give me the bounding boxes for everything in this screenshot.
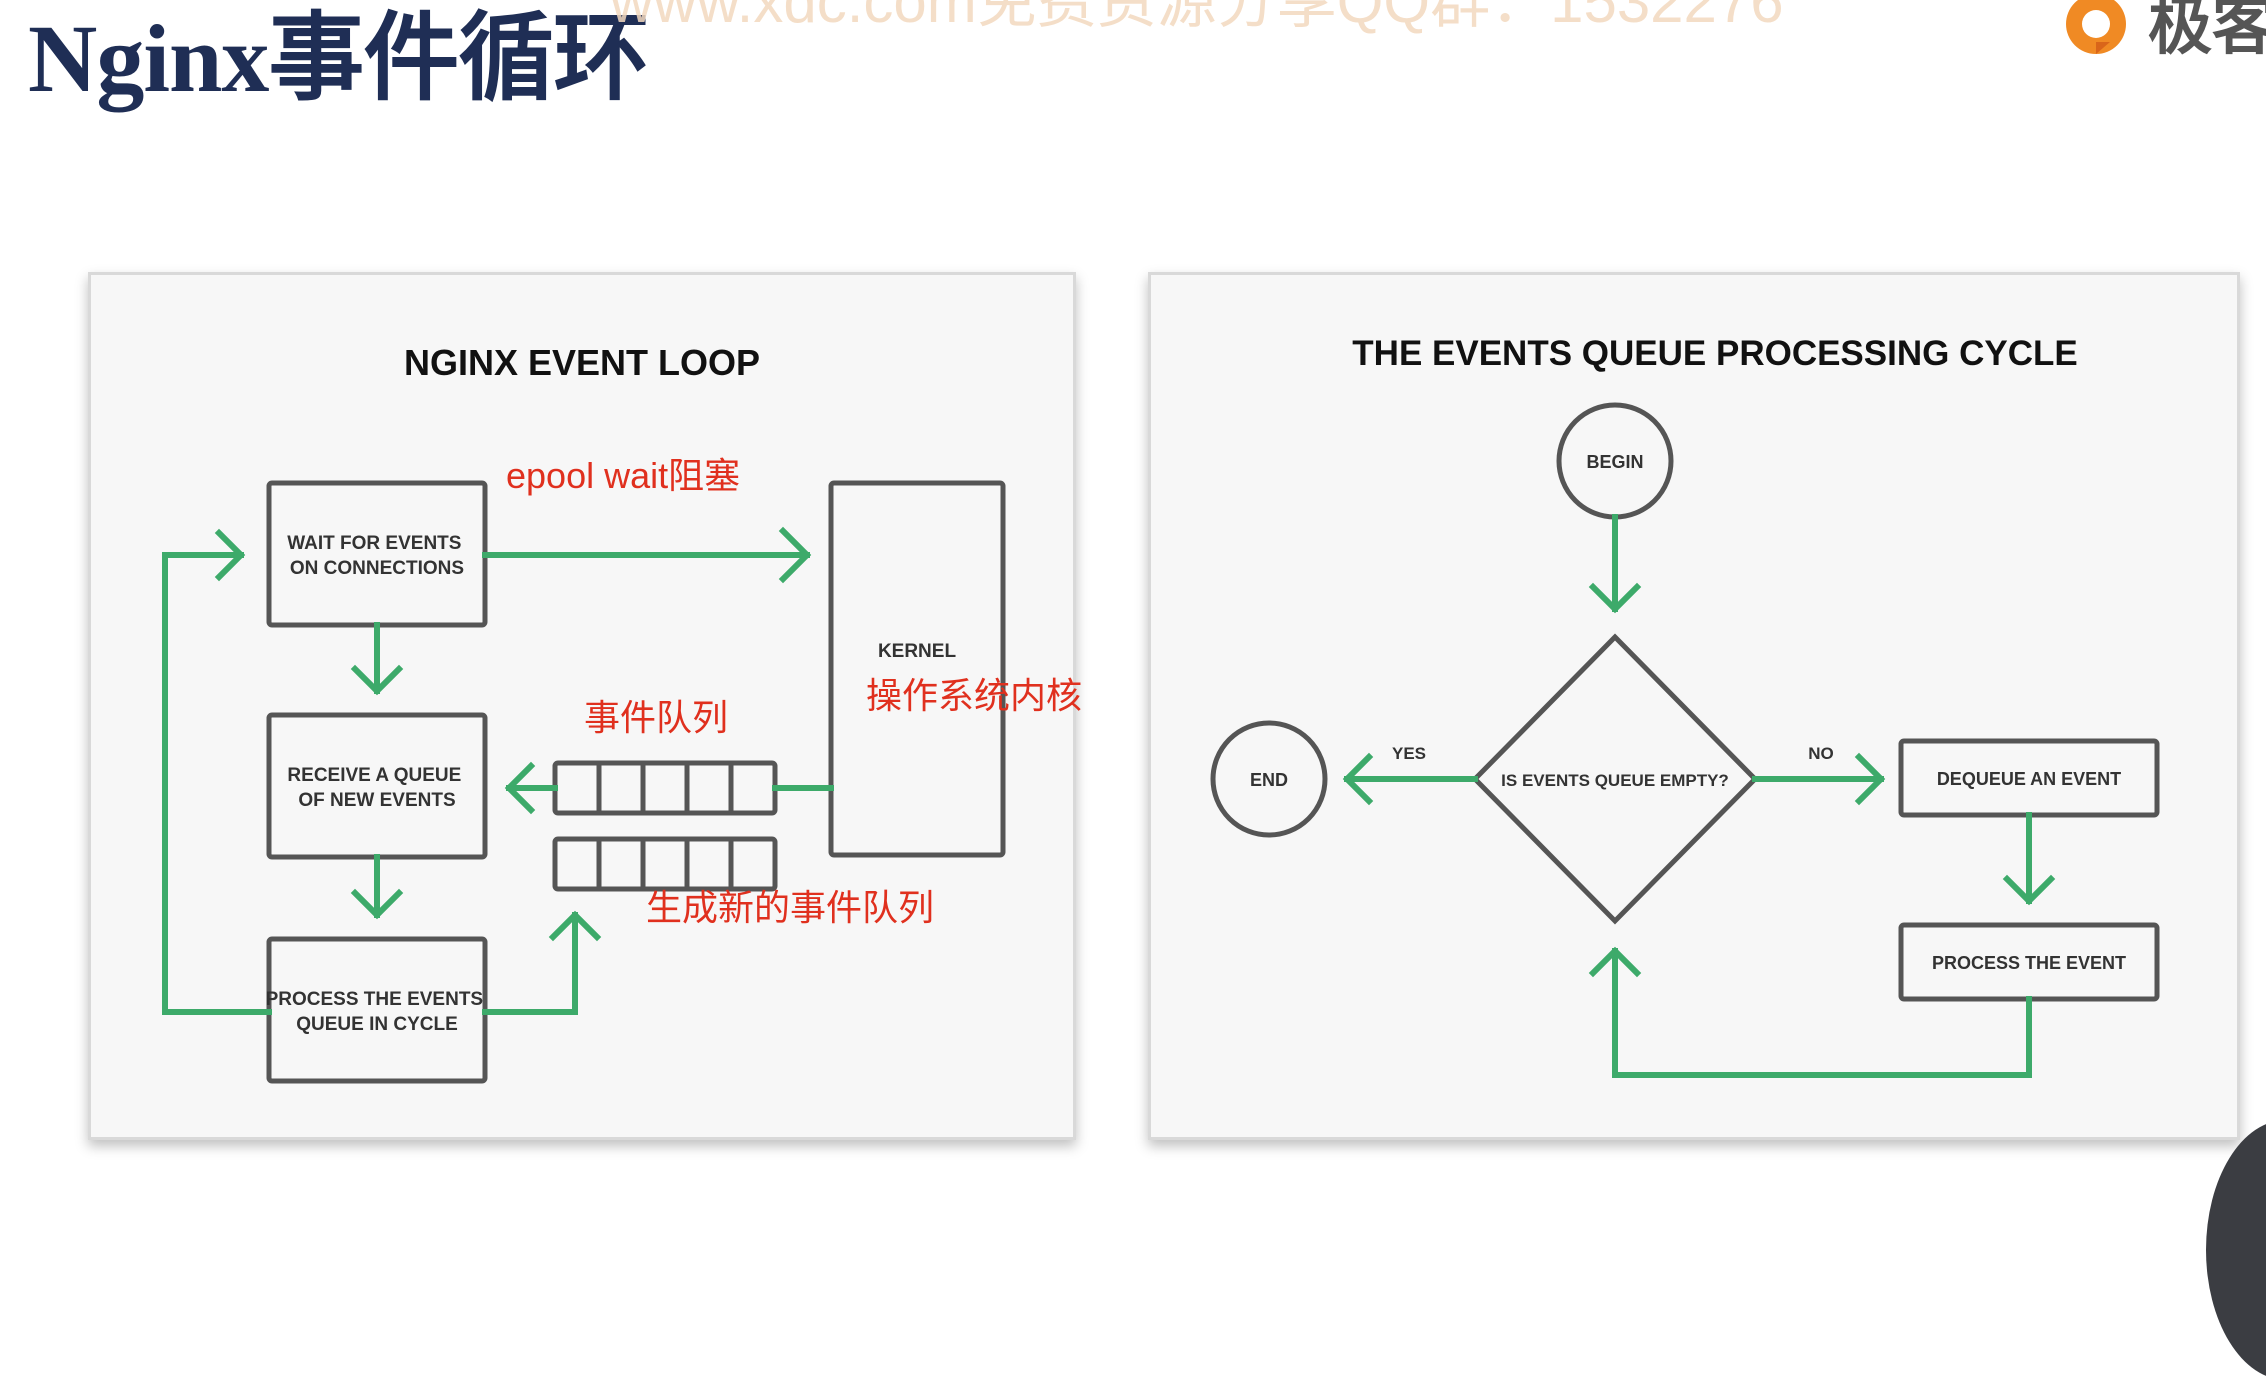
nginx-event-loop-diagram: NGINX EVENT LOOP WAIT FOR EVENTS ON CONN… — [162, 342, 1006, 1084]
epoll-wait-note: epool wait阻塞 — [506, 455, 741, 496]
receive-queue-label-2: OF NEW EVENTS — [298, 790, 455, 811]
left-flow-arrows — [162, 526, 834, 1015]
logo-text: 极客 — [2148, 0, 2266, 62]
event-queue — [552, 760, 778, 816]
process-event-label: PROCESS THE EVENT — [1932, 953, 2126, 973]
logo: 极客 — [2056, 0, 2266, 80]
new-event-queue — [552, 836, 778, 892]
right-flow-arrows — [1342, 514, 2056, 1078]
events-queue-cycle-diagram: THE EVENTS QUEUE PROCESSING CYCLE BEGIN … — [1210, 334, 2160, 1078]
end-node — [1210, 720, 1328, 838]
process-events-box — [266, 936, 488, 1084]
new-event-queue-note: 生成新的事件队列 — [646, 887, 935, 928]
events-queue-cycle-panel: THE EVENTS QUEUE PROCESSING CYCLE BEGIN … — [1148, 272, 2240, 1140]
svg-text:WAIT FOR EVENTS ON CONNE: WAIT FOR EVENTS ON CONNECTIONS — [287, 533, 466, 579]
kernel-label: KERNEL — [878, 641, 957, 662]
process-events-label-1: PROCESS THE EVENTS — [266, 989, 484, 1010]
yes-label: YES — [1392, 744, 1426, 763]
end-label: END — [1250, 770, 1288, 790]
no-label: NO — [1808, 744, 1834, 763]
kernel-box — [828, 480, 1006, 858]
watermark-text: www.xdc.com免费资源分享QQ群：1532276 — [610, 0, 1784, 35]
slide-title: Nginx事件循环 — [28, 5, 649, 112]
wait-events-label-2: ON CONNECTIONS — [290, 558, 464, 579]
kernel-note: 操作系统内核 — [866, 675, 1083, 716]
decision-label: IS EVENTS QUEUE EMPTY? — [1501, 771, 1729, 790]
receive-queue-label-1: RECEIVE A QUEUE — [287, 765, 461, 786]
svg-text:PROCESS THE EVENTS QUEUE: PROCESS THE EVENTS QUEUE IN CYCLE — [266, 989, 489, 1035]
right-diagram-title: THE EVENTS QUEUE PROCESSING CYCLE — [1352, 334, 2077, 373]
logo-icon — [2066, 0, 2126, 54]
receive-queue-box — [266, 712, 488, 860]
presenter-avatar — [2206, 1120, 2266, 1380]
process-events-label-2: QUEUE IN CYCLE — [296, 1014, 458, 1035]
nginx-event-loop-panel: NGINX EVENT LOOP WAIT FOR EVENTS ON CONN… — [88, 272, 1076, 1140]
wait-events-label-1: WAIT FOR EVENTS — [287, 533, 461, 554]
event-queue-note: 事件队列 — [584, 697, 729, 738]
svg-text:RECEIVE A QUEUE OF NEW E: RECEIVE A QUEUE OF NEW EVENTS — [287, 765, 466, 811]
wait-events-box — [266, 480, 488, 628]
decision-diamond — [1471, 633, 1759, 925]
dequeue-label: DEQUEUE AN EVENT — [1937, 769, 2121, 789]
left-diagram-title: NGINX EVENT LOOP — [404, 342, 760, 383]
begin-label: BEGIN — [1586, 452, 1643, 472]
